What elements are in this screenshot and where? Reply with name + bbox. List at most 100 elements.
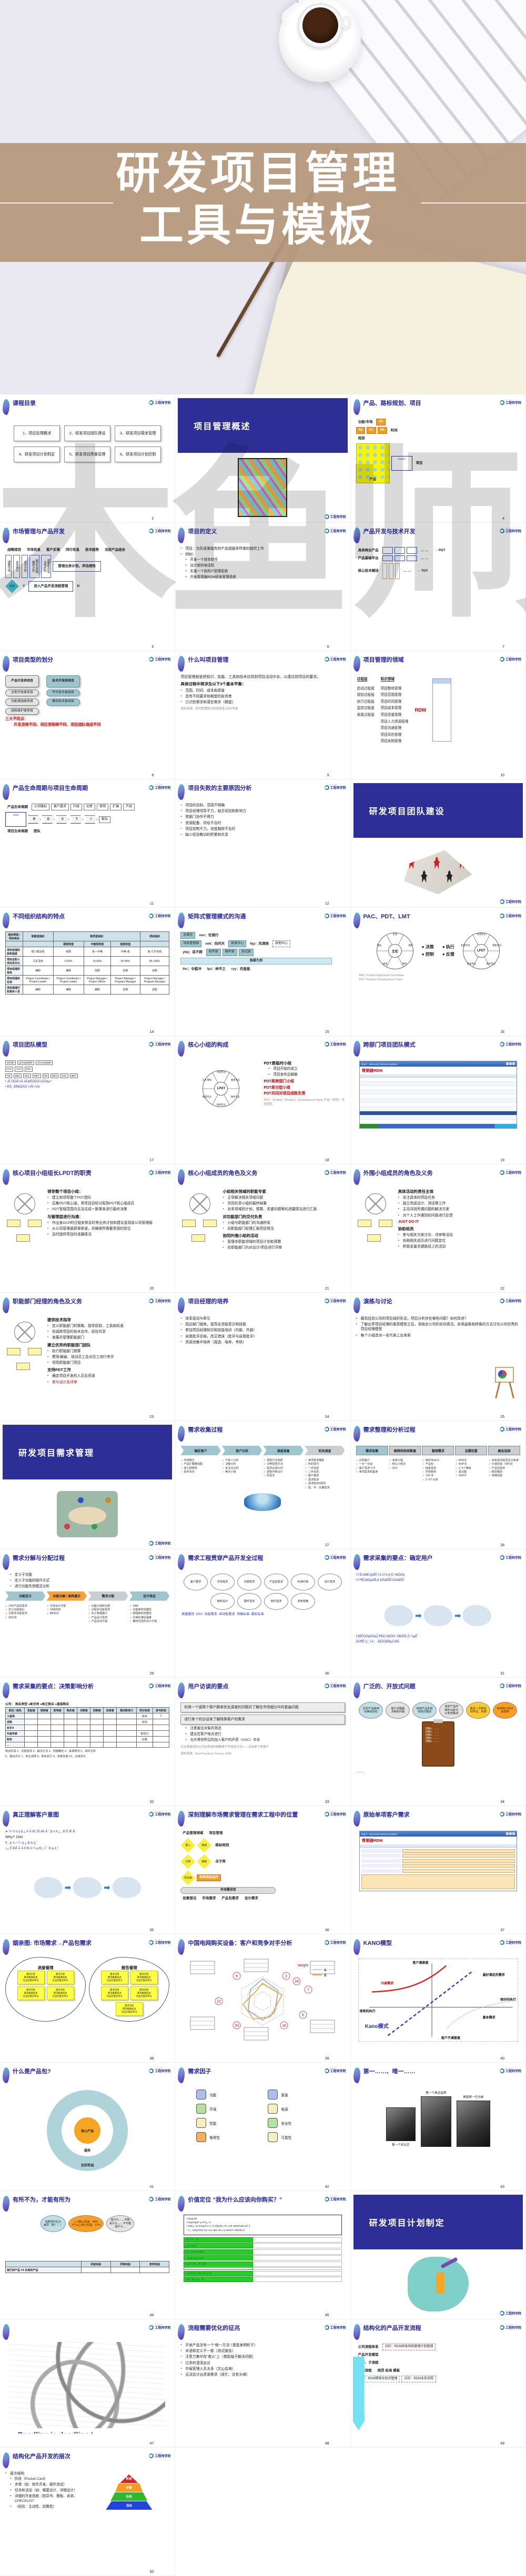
process-step: 功能分解 / 架构建立 (47, 1591, 87, 1601)
bubble-label: 架构设计 (210, 1593, 235, 1610)
text-line: 协调跨项目的技术合作、经验共享 (47, 1330, 169, 1334)
text-line: 作出各DCP的日程安排及时将业务计划和建议呈现给公司管理层 (47, 1221, 169, 1225)
text-line: PDT管辖范围内无法达成一致事务进行最终决策 (47, 1207, 169, 1212)
slide-thumbnail[interactable]: 演练与讨论GCSPX工程师学院展现目前公司的项目组织形式，然后分析存在哪些问题？… (350, 1293, 526, 1421)
slide-thumbnail[interactable]: 核心项目小组组长LPDT的职责GCSPX工程师学院领导整个项目小组：建立和领导整… (0, 1164, 176, 1293)
slide-thumbnail[interactable]: 项目经理的培养GCSPX工程师学院体系驱动与牵引周边部门锻炼，提高全流程意识和技… (175, 1293, 351, 1421)
slide-thumbnail[interactable]: 外围小组成员的角色及义务GCSPX工程师学院具体活动的责任主体关注具体的项目任务… (350, 1164, 526, 1293)
page-number: 44 (149, 2314, 154, 2317)
slide-title: 需求采集的要点：确定用户 (363, 1555, 433, 1561)
diagram-label: MKT (33, 1073, 41, 1079)
text-line: 层次结构 (5, 2471, 86, 2476)
diagram-label: 产品生命周期 (7, 805, 28, 809)
logo-ring-icon (324, 913, 329, 918)
diagram-label: ryy：任盈盈 (231, 967, 250, 971)
ribbon-icon (353, 1169, 360, 1185)
text-line: 具体过程中将涉及以下3个基本平衡： (180, 682, 246, 687)
text-line: 进行单个的访谈来了解特殊客户的需求 (180, 1715, 345, 1725)
page-number: 39 (325, 2057, 329, 2061)
ribbon-icon (353, 2324, 360, 2340)
type-box: 功能增强类项目 (5, 698, 39, 706)
ribbon-icon (178, 784, 185, 800)
text-line: PDT是跨部门小组 (264, 1078, 295, 1083)
diagram-label (382, 563, 387, 579)
diagram-label: 优先级 (180, 1870, 196, 1885)
bubble-label: 是什么……可能 是什么……不可能 是什么… (106, 2215, 135, 2232)
slide-thumbnail[interactable]: 项目失败的主要原因分析GCSPX工程师学院项目的目标、范围不明确项目经理领导不力… (175, 779, 351, 908)
ribbon-icon (353, 528, 360, 543)
slide-body: 组织类型 / 项目特点职能型组织矩阵型组织项目组织弱矩阵型平衡矩阵型强矩阵型项目… (0, 929, 175, 1022)
slide-thumbnail[interactable]: 需求分解与分配过程GCSPX工程师学院定义子功能定义子功能的操作方式进行功能失效… (0, 1549, 176, 1678)
slide-thumbnail[interactable]: 结构化产品开发的层次GCSPX工程师学院层次结构阶段（Pocket Card）步… (0, 2448, 176, 2576)
text-line: PDT是分层小组 (264, 1084, 290, 1090)
bubble-label: 客户要求 (183, 1574, 208, 1590)
diagram-label (394, 563, 400, 579)
process-step: 功能定义 (5, 1591, 46, 1601)
page-number: 33 (325, 1800, 329, 1804)
page-number: 42 (325, 2185, 329, 2189)
slide-title: 项目类型的划分 (13, 657, 53, 663)
slide-thumbnail[interactable]: GCSPX工程师学院Deadline is deadline !47 (0, 2319, 176, 2448)
text-line: 中层管理人员太多（文山会海） (180, 2367, 345, 2371)
slide-body: 戏剧性的巨大 差异（哇！！）1~2核心利益：44% 3个以上核心利益：37%是什… (0, 2213, 175, 2305)
diagram-label (406, 547, 417, 554)
slide-thumbnail[interactable]: 核心小组成员的角色及义务GCSPX工程师学院小组相关领域的职能专家主导解决相关领… (175, 1164, 351, 1293)
cartoon-caption: Deadline is deadline ! (5, 2428, 169, 2433)
type-box: 模块技术类项目 (46, 698, 80, 706)
slide-thumbnail[interactable]: 流程需要优化的征兆GCSPX工程师学院开发产品没有一个“统一方法”（重复发明轮子… (175, 2319, 351, 2448)
page-number: 11 (150, 902, 154, 906)
logo-ring-icon (324, 1426, 329, 1432)
text-line: 领导职能部门项目 (47, 1361, 169, 1365)
slide-thumbnail[interactable]: 项目的定义GCSPX工程师学院项目：为形成某独有的产品或服务所做的临时工作例如：… (175, 523, 351, 651)
page-number: 19 (500, 1159, 504, 1162)
page-number: 22 (500, 1287, 504, 1291)
ribbon-icon (3, 1682, 9, 1698)
diagram-label: 规范 标准 模板 (377, 2368, 400, 2372)
slide-thumbnail[interactable]: 需求收集过程GCSPX工程师学院确定客户客户分析调查准备实际调查市场细分产品扩展… (175, 1421, 351, 1549)
slide-thumbnail[interactable]: 职能部门经理的角色及义务GCSPX工程师学院提供技术指导定义职能部门的策略、指导… (0, 1293, 176, 1421)
diagram-clipart (357, 1189, 394, 1247)
